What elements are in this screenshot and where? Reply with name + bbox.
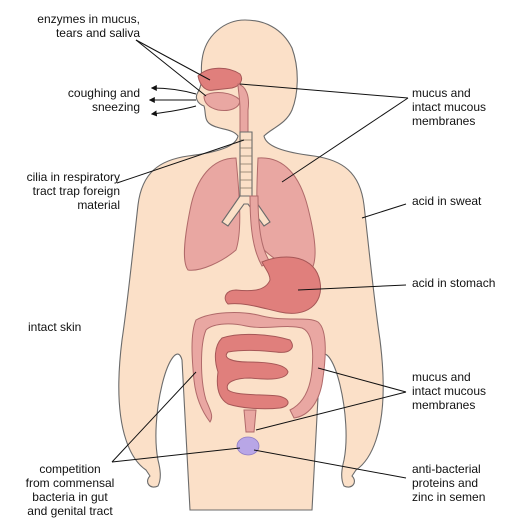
semen-highlight xyxy=(236,436,260,456)
mouth-cavity xyxy=(203,92,241,111)
large-intestine xyxy=(191,312,326,423)
body-outline xyxy=(118,19,384,511)
label-cilia: cilia in respiratory tract trap foreign … xyxy=(26,170,120,212)
label-competition: competition from commensal bacteria in g… xyxy=(25,462,115,518)
small-intestine xyxy=(214,333,293,410)
trachea-rings xyxy=(240,139,252,189)
label-coughing: coughing and sneezing xyxy=(67,86,140,114)
label-intact-skin: intact skin xyxy=(28,320,82,334)
label-acid-sweat: acid in sweat xyxy=(412,194,482,208)
label-acid-stomach: acid in stomach xyxy=(412,276,496,290)
label-antibacterial: anti-bacterial proteins and zinc in seme… xyxy=(412,462,486,504)
label-mucus-bottom: mucus and intact mucous membranes xyxy=(412,370,487,412)
label-enzymes: enzymes in mucus, tears and saliva xyxy=(37,12,140,40)
rectum xyxy=(243,409,257,433)
left-lung xyxy=(183,157,241,271)
nasal-cavity xyxy=(197,67,243,91)
stomach xyxy=(224,256,322,314)
label-mucus-top: mucus and intact mucous membranes xyxy=(412,86,487,128)
leader-lines xyxy=(111,39,409,479)
cough-arrows xyxy=(148,85,197,117)
